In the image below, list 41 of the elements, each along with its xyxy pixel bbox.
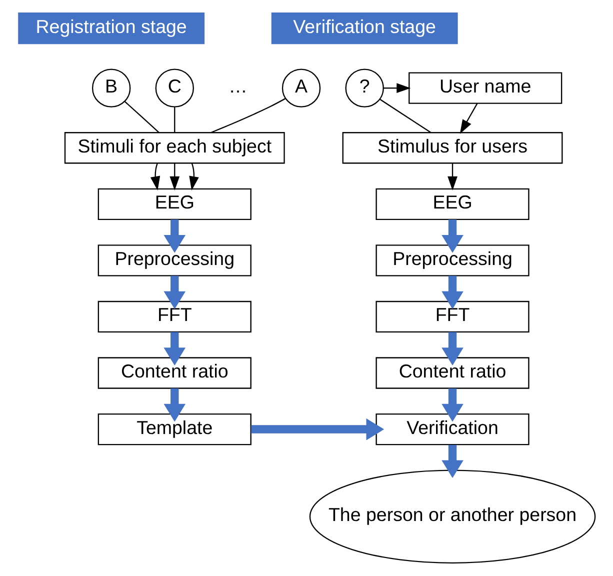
connector [210,98,286,134]
arrow [250,418,384,440]
arrow [163,276,186,310]
label: … [228,76,247,97]
connector [124,101,159,133]
node-box: Content ratio [375,357,529,389]
arrow [441,220,463,253]
node-circle: B [91,68,130,108]
arrow [163,388,186,422]
node-circle: ? [344,68,384,108]
node-box: Template [97,413,251,446]
node-box: Verification [375,413,529,446]
arrow [447,163,457,191]
arrow [459,103,478,134]
node-circle: A [281,68,320,108]
connector [174,107,175,132]
arrow [188,163,198,190]
node-box: Preprocessing [97,244,251,276]
node-ellipse: The person or another person [308,470,596,564]
node-box: Verification stage [270,12,458,44]
node-box: EEG [375,188,529,220]
node-circle: C [154,68,194,108]
arrow [441,332,463,366]
node-box: Preprocessing [375,244,529,276]
node-box: Stimulus for users [342,132,562,164]
arrow [163,332,186,366]
arrow [441,444,463,478]
node-box: Content ratio [97,357,251,389]
arrow [441,276,463,310]
node-box: FFT [375,300,529,333]
arrow [441,388,463,422]
arrow [163,220,186,253]
node-box: Stimuli for each subject [64,132,284,164]
node-box: User name [408,72,562,104]
connector [379,98,431,133]
node-box: Registration stage [18,12,204,44]
arrow [382,83,410,94]
node-box: EEG [97,188,251,220]
arrow [169,163,180,191]
arrow [150,163,160,190]
node-box: FFT [97,300,251,333]
